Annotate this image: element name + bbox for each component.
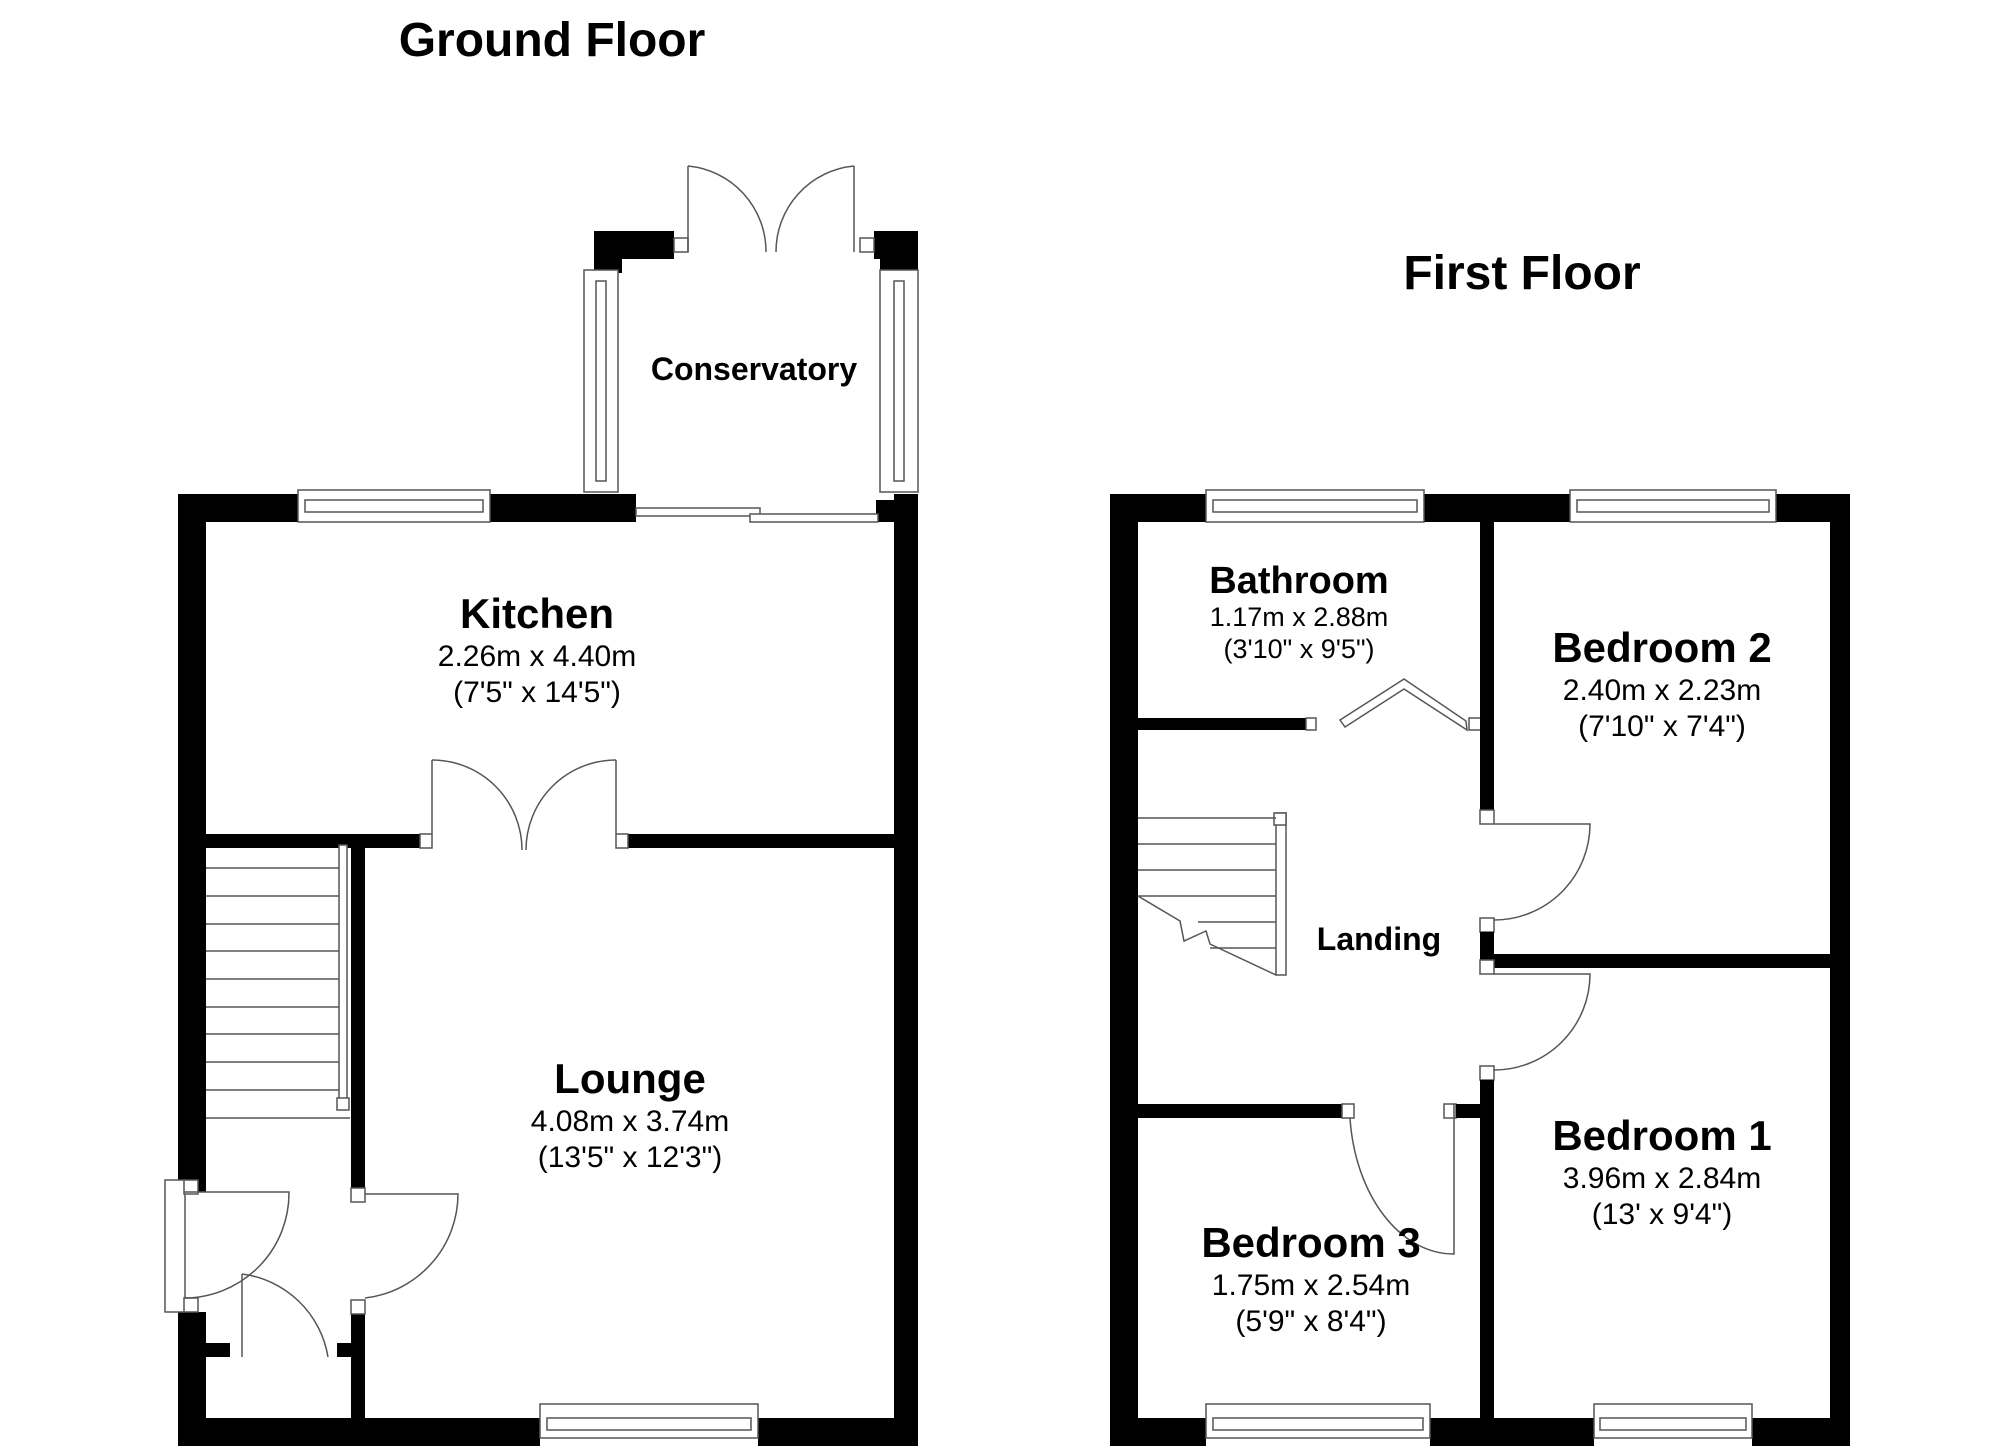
first-floor-walls [1110, 489, 1850, 1446]
room-label-landing: Landing [1317, 921, 1441, 957]
room-dims-bedroom-1-metric: 3.96m x 2.84m [1563, 1162, 1761, 1195]
room-dims-lounge-imperial: (13'5" x 12'3") [538, 1141, 723, 1174]
room-dims-bedroom-2-imperial: (7'10" x 7'4") [1578, 710, 1746, 743]
room-label-conservatory: Conservatory [651, 351, 858, 387]
first-floor-title: First Floor [1403, 247, 1640, 300]
room-dims-lounge-metric: 4.08m x 3.74m [531, 1105, 729, 1138]
room-label-bedroom-2: Bedroom 2 [1552, 624, 1771, 671]
room-dims-bedroom-1-imperial: (13' x 9'4") [1592, 1198, 1733, 1231]
room-dims-kitchen-metric: 2.26m x 4.40m [438, 640, 636, 673]
room-lounge: Lounge 4.08m x 3.74m (13'5" x 12'3") [531, 1055, 729, 1174]
ground-floor-walls [164, 489, 918, 1446]
room-label-kitchen: Kitchen [460, 590, 614, 637]
room-bedroom-1: Bedroom 1 3.96m x 2.84m (13' x 9'4") [1552, 1112, 1771, 1231]
room-bathroom: Bathroom 1.17m x 2.88m (3'10" x 9'5") [1209, 560, 1388, 664]
room-landing: Landing [1317, 921, 1441, 957]
room-label-bedroom-3: Bedroom 3 [1201, 1219, 1420, 1266]
ground-floor-title: Ground Floor [399, 14, 706, 67]
conservatory-walls: Conservatory [583, 165, 919, 493]
room-dims-kitchen-imperial: (7'5" x 14'5") [453, 676, 621, 709]
room-label-bedroom-1: Bedroom 1 [1552, 1112, 1771, 1159]
room-bedroom-3: Bedroom 3 1.75m x 2.54m (5'9" x 8'4") [1201, 1219, 1420, 1338]
room-bedroom-2: Bedroom 2 2.40m x 2.23m (7'10" x 7'4") [1552, 624, 1771, 743]
room-dims-bathroom-imperial: (3'10" x 9'5") [1223, 634, 1374, 664]
room-dims-bathroom-metric: 1.17m x 2.88m [1210, 602, 1389, 632]
ground-floor-plan: Ground Floor Conservatory [164, 14, 919, 1446]
room-label-bathroom: Bathroom [1209, 560, 1388, 602]
room-dims-bedroom-3-imperial: (5'9" x 8'4") [1235, 1305, 1386, 1338]
first-floor-plan: First Floor [1110, 247, 1850, 1446]
room-dims-bedroom-3-metric: 1.75m x 2.54m [1212, 1269, 1410, 1302]
room-dims-bedroom-2-metric: 2.40m x 2.23m [1563, 674, 1761, 707]
room-label-lounge: Lounge [554, 1055, 706, 1102]
room-kitchen: Kitchen 2.26m x 4.40m (7'5" x 14'5") [438, 590, 636, 709]
